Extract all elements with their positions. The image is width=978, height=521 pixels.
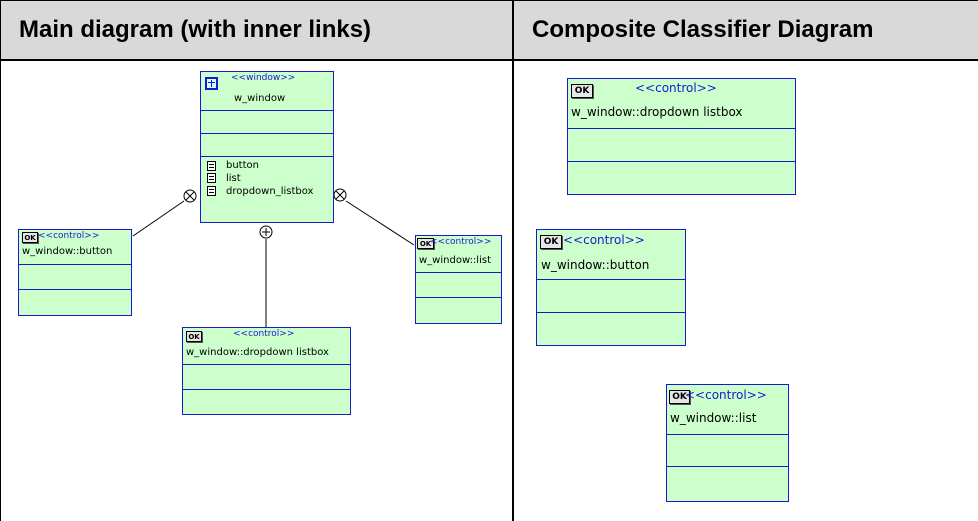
composite-button-compartment-divider-2 xyxy=(537,312,685,313)
dropdown-class-name: w_window::dropdown listbox xyxy=(186,347,329,358)
column-divider xyxy=(512,0,514,521)
ok-control-icon: OK xyxy=(669,390,690,404)
window-class-name: w_window xyxy=(234,93,286,104)
window-compartment-divider-2 xyxy=(201,133,333,134)
composite-list-compartment-divider-1 xyxy=(667,434,788,435)
composite-button-stereotype: <<control>> xyxy=(563,233,645,247)
list-class-box[interactable]: OK <<control>> w_window::list xyxy=(415,235,502,324)
composite-dropdown-class-box[interactable]: OK <<control>> w_window::dropdown listbo… xyxy=(567,78,796,195)
left-column-header: Main diagram (with inner links) xyxy=(1,1,513,59)
window-icon xyxy=(205,77,218,90)
window-attribute-button: button xyxy=(226,160,259,171)
attribute-icon xyxy=(207,161,216,171)
window-compartment-divider-1 xyxy=(201,110,333,111)
window-attribute-dropdown-listbox: dropdown_listbox xyxy=(226,186,314,197)
window-class-box[interactable]: <<window>> w_window button list dropdown… xyxy=(200,71,334,223)
dropdown-class-box[interactable]: OK <<control>> w_window::dropdown listbo… xyxy=(182,327,351,415)
composite-dropdown-stereotype: <<control>> xyxy=(635,81,717,95)
composition-marker-left xyxy=(183,189,197,203)
composite-list-compartment-divider-2 xyxy=(667,466,788,467)
dropdown-compartment-divider-1 xyxy=(183,364,350,365)
window-stereotype: <<window>> xyxy=(231,73,296,83)
right-column-title: Composite Classifier Diagram xyxy=(532,16,874,43)
window-attribute-list: list xyxy=(226,173,241,184)
ok-control-icon: OK xyxy=(571,84,593,98)
composite-dropdown-compartment-divider-1 xyxy=(568,128,795,129)
button-class-box[interactable]: OK <<control>> w_window::button xyxy=(18,229,132,316)
button-compartment-divider-1 xyxy=(19,264,131,265)
button-class-name: w_window::button xyxy=(22,246,113,257)
right-column-header: Composite Classifier Diagram xyxy=(514,1,978,59)
composite-dropdown-compartment-divider-2 xyxy=(568,161,795,162)
composition-marker-bottom xyxy=(259,225,273,239)
list-class-name: w_window::list xyxy=(419,255,491,266)
window-compartment-divider-3 xyxy=(201,156,333,157)
list-compartment-divider-1 xyxy=(416,272,501,273)
link-list xyxy=(345,200,415,246)
composition-marker-right xyxy=(333,188,347,202)
list-stereotype: <<control>> xyxy=(430,237,492,247)
frame-top-border xyxy=(0,0,978,1)
composite-dropdown-class-name: w_window::dropdown listbox xyxy=(571,105,743,119)
ok-control-icon: OK xyxy=(417,238,434,249)
attribute-icon xyxy=(207,173,216,183)
list-compartment-divider-2 xyxy=(416,297,501,298)
link-button xyxy=(132,200,185,237)
dropdown-compartment-divider-2 xyxy=(183,389,350,390)
ok-control-icon: OK xyxy=(22,232,38,243)
button-compartment-divider-2 xyxy=(19,289,131,290)
ok-control-icon: OK xyxy=(540,235,562,249)
composite-list-class-name: w_window::list xyxy=(670,411,757,425)
button-stereotype: <<control>> xyxy=(38,231,100,241)
composite-list-stereotype: <<control>> xyxy=(685,388,767,402)
ok-control-icon: OK xyxy=(186,331,202,342)
frame-left-border xyxy=(0,0,1,521)
composite-button-compartment-divider-1 xyxy=(537,279,685,280)
left-column-title: Main diagram (with inner links) xyxy=(19,16,372,43)
composite-button-class-name: w_window::button xyxy=(541,258,650,272)
composite-list-class-box[interactable]: OK <<control>> w_window::list xyxy=(666,384,789,502)
dropdown-stereotype: <<control>> xyxy=(233,329,295,339)
composite-button-class-box[interactable]: OK <<control>> w_window::button xyxy=(536,229,686,346)
header-divider xyxy=(0,59,978,61)
attribute-icon xyxy=(207,186,216,196)
